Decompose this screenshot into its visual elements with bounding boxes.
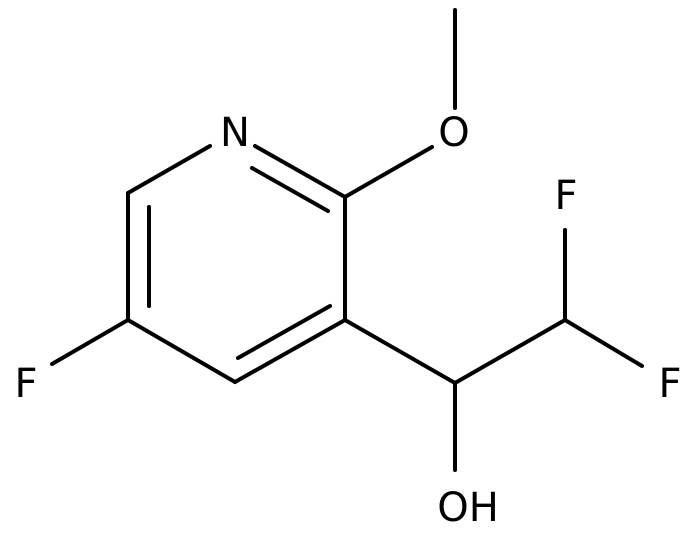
bonds	[50, 8, 644, 472]
bond-c2-n	[253, 144, 347, 199]
bond-choh-chf2	[453, 318, 567, 385]
bond-c5-f	[50, 318, 130, 366]
bond-c4-c3-inner	[236, 304, 332, 360]
atom-f-top: F	[554, 173, 577, 219]
atom-n: N	[220, 110, 250, 156]
bond-c3-choh	[343, 318, 457, 385]
atom-o-methoxy: O	[438, 110, 469, 156]
bond-c4-c3	[233, 318, 347, 384]
bond-chf2-f-right	[563, 318, 644, 368]
bond-c2-n-inner	[250, 166, 330, 213]
atom-f-right: F	[658, 361, 681, 407]
atom-labels: N O F F F OH	[14, 110, 681, 531]
bond-c5-c4	[126, 318, 237, 384]
bond-o-c2	[343, 145, 434, 199]
atom-oh: OH	[437, 485, 499, 531]
atom-f-ring: F	[14, 361, 37, 407]
bond-n-c6	[126, 144, 212, 195]
